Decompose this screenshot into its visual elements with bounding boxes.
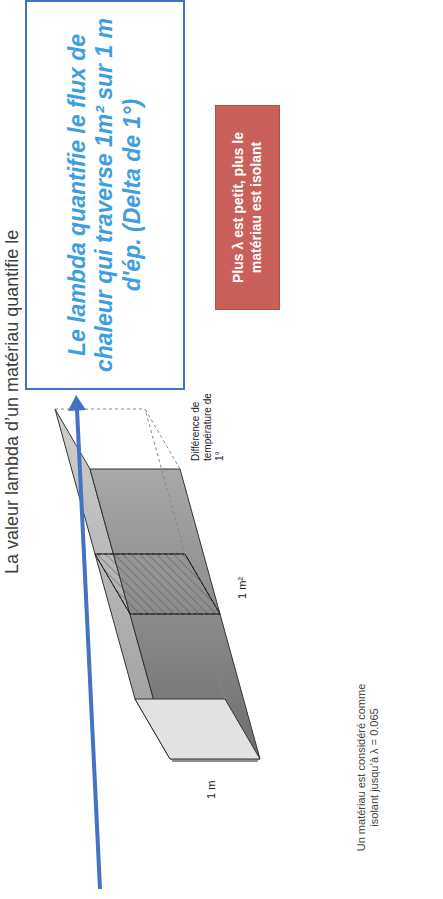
node-text: Le lambda quantifie le flux de chaleur q… [64, 12, 147, 378]
temperature-label: Différence de température de 1° [190, 393, 226, 461]
pointer-arrow [68, 395, 100, 889]
intro-text: La valeur lambda d’un matériau quantifie… [2, 14, 24, 574]
note-text: Un matériau est considéré comme isolant … [355, 675, 381, 860]
dimension-label: 1 m [205, 763, 218, 799]
node-text: Plus λ est petit, plus le matériau est i… [230, 114, 265, 301]
dimension-label: 1 m² [236, 559, 249, 599]
highlight-box: Plus λ est petit, plus le matériau est i… [215, 105, 280, 310]
callout-box: Le lambda quantifie le flux de chaleur q… [25, 0, 185, 390]
